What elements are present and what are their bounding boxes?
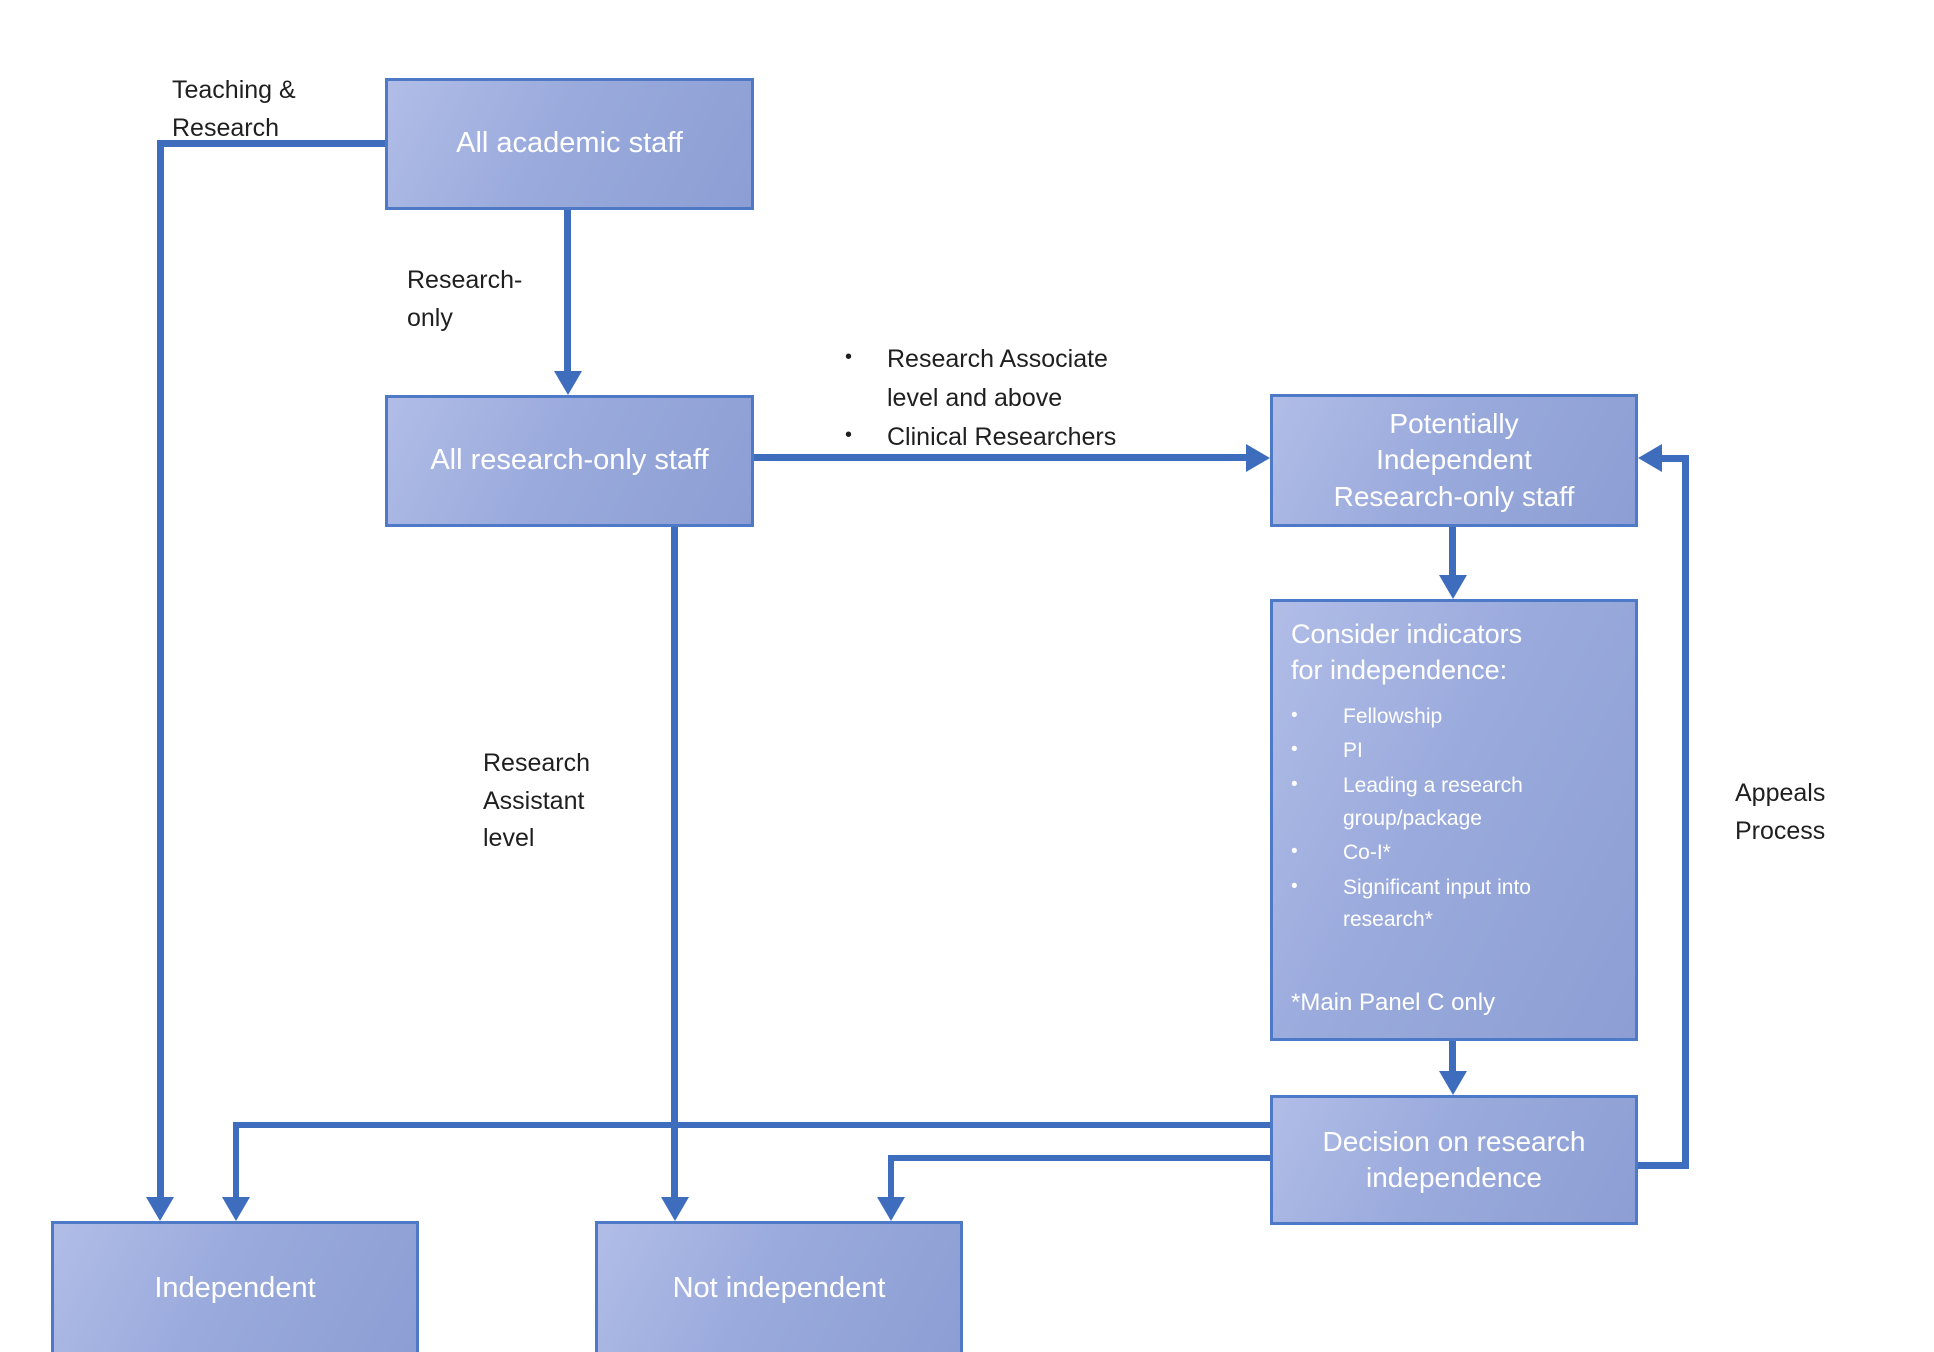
box-decision: Decision on research independence (1270, 1095, 1638, 1225)
bullet-icon: • (1291, 875, 1298, 897)
bullet-icon: • (845, 423, 853, 446)
arrowhead-appeals-into-potentially-independent (1638, 444, 1662, 472)
bullet-item-research-associate: • Research Associate level and above (845, 340, 1139, 418)
connector-potentially-to-consider (1449, 527, 1456, 578)
consider-footnote: *Main Panel C only (1291, 988, 1496, 1016)
box-consider-indicators: Consider indicators for independence: • … (1270, 599, 1638, 1041)
consider-item-significant-input: • Significant input into research* (1291, 872, 1617, 937)
connector-associate-horizontal (754, 454, 1248, 461)
box-not-independent-label: Not independent (672, 1271, 886, 1304)
consider-heading-line1: Consider indicators (1291, 619, 1523, 649)
connector-decision-to-notindependent-horizontal (888, 1155, 1270, 1161)
arrowhead-into-potentially-independent (1246, 444, 1270, 472)
label-research-assistant-line1: Research (483, 749, 590, 777)
box-potentially-independent-line2: Independent (1376, 444, 1532, 476)
box-all-academic-staff: All academic staff (385, 78, 754, 210)
bullet-icon: • (1291, 739, 1298, 761)
consider-item-leading-group: • Leading a research group/package (1291, 770, 1617, 835)
arrowhead-decision-into-independent (222, 1197, 250, 1221)
box-independent-label: Independent (154, 1271, 316, 1304)
label-research-associate-bullets: • Research Associate level and above • C… (845, 340, 1139, 456)
arrowhead-assistant-into-not-independent (661, 1197, 689, 1221)
box-potentially-independent: Potentially Independent Research-only st… (1270, 394, 1638, 527)
box-independent: Independent (51, 1221, 419, 1352)
bullet-icon: • (1291, 773, 1298, 795)
connector-teaching-horizontal (160, 140, 385, 147)
connector-appeals-top-horizontal (1660, 455, 1689, 462)
label-research-assistant-line2: Assistant (483, 786, 585, 815)
bullet-icon: • (845, 346, 853, 368)
connector-teaching-vertical (157, 140, 164, 1200)
label-teaching-research-line2: Research (172, 113, 279, 142)
bullet-item-clinical-researchers: • Clinical Researchers (845, 418, 1139, 457)
connector-appeals-bottom-horizontal (1638, 1162, 1689, 1169)
label-research-only-line1: Research- (407, 266, 523, 294)
label-research-only: Research- only (407, 262, 522, 337)
label-appeals-process-line2: Process (1735, 816, 1826, 845)
label-teaching-research-line1: Teaching & (172, 76, 296, 104)
consider-item-pi: • PI (1291, 735, 1617, 768)
consider-item-co-i: • Co-I* (1291, 837, 1617, 870)
arrowhead-teaching-into-independent (146, 1197, 174, 1221)
label-research-only-line2: only (407, 303, 453, 332)
consider-item-fellowship: • Fellowship (1291, 701, 1617, 734)
consider-heading-line2: for independence: (1291, 655, 1508, 686)
connector-consider-to-decision (1449, 1041, 1456, 1074)
label-research-assistant-line3: level (483, 824, 535, 852)
box-decision-line2: independence (1366, 1162, 1542, 1193)
connector-appeals-vertical (1682, 455, 1689, 1169)
label-appeals-process-line1: Appeals (1735, 779, 1826, 807)
consider-indicator-list: • Fellowship • PI • Leading a research g… (1291, 699, 1617, 937)
box-all-research-only-staff: All research-only staff (385, 395, 754, 527)
label-appeals-process: Appeals Process (1735, 775, 1825, 850)
arrowhead-decision-into-not-independent (877, 1197, 905, 1221)
label-research-assistant-level: Research Assistant level (483, 745, 590, 858)
connector-decision-to-independent-horizontal (233, 1122, 1270, 1128)
bullet-icon: • (1291, 704, 1298, 726)
bullet-icon: • (1291, 841, 1298, 863)
arrowhead-into-consider (1439, 575, 1467, 599)
connector-decision-to-notindependent-vertical (888, 1155, 894, 1200)
label-teaching-research: Teaching & Research (172, 72, 296, 147)
box-potentially-independent-line3: Research-only staff (1333, 480, 1575, 512)
connector-assistant-vertical (671, 527, 678, 1200)
connector-decision-to-independent-vertical (233, 1122, 239, 1200)
box-all-academic-staff-label: All academic staff (456, 127, 683, 160)
box-decision-line1: Decision on research (1322, 1125, 1586, 1157)
connector-research-only-vertical (564, 210, 571, 375)
box-potentially-independent-line1: Potentially (1389, 407, 1519, 439)
arrowhead-into-research-only-staff (554, 371, 582, 395)
box-not-independent: Not independent (595, 1221, 963, 1352)
arrowhead-into-decision (1439, 1071, 1467, 1095)
box-all-research-only-staff-label: All research-only staff (430, 444, 709, 477)
